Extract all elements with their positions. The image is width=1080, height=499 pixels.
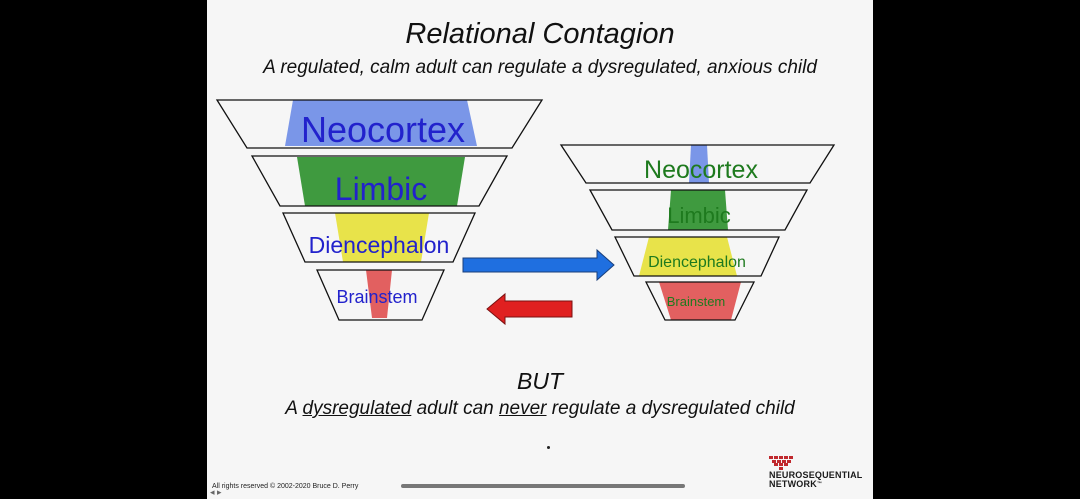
- bottom-middle: adult can: [411, 398, 499, 419]
- logo-line2: NETWORK: [769, 479, 817, 489]
- right-label-neocortex: Neocortex: [644, 156, 758, 184]
- logo-mark-cell: [781, 459, 786, 463]
- logo-mark-cell: [779, 466, 783, 470]
- right-neocortex-fill: [689, 145, 709, 183]
- left-label-diencephalon: Diencephalon: [309, 232, 450, 258]
- right-limbic-fill: [668, 190, 728, 230]
- bottom-word-never: never: [498, 398, 547, 419]
- left-layer-outline-1: [215, 99, 544, 149]
- logo-tm: ™: [816, 481, 823, 487]
- logo-mark-cell: [776, 459, 781, 463]
- left-diencephalon-fill: [335, 213, 429, 262]
- slide-nav-icon[interactable]: ◂ ▸: [210, 487, 222, 497]
- video-progress-bar[interactable]: [401, 484, 685, 488]
- bottom-word-dysregulated: dysregulated: [302, 398, 412, 419]
- logo-line1: NEUROSEQUENTIAL: [769, 470, 863, 480]
- slide-subtitle: A regulated, calm adult can regulate a d…: [263, 57, 817, 78]
- right-layer-outline-3: [613, 236, 781, 277]
- right-brainstem-fill: [659, 282, 741, 320]
- logo-mark-cell: [784, 456, 788, 459]
- right-diencephalon-fill: [639, 237, 737, 276]
- left-label-neocortex: Neocortex: [301, 109, 465, 150]
- left-label-brainstem: Brainstem: [336, 287, 417, 307]
- logo-mark-cell: [779, 456, 783, 459]
- right-pyramid: Neocortex Limbic Diencephalon Brainstem: [559, 144, 836, 321]
- logo-mark-cell: [774, 456, 778, 459]
- right-layer-outline-2: [588, 189, 809, 231]
- left-neocortex-fill: [285, 100, 477, 146]
- slide: Relational Contagion A regulated, calm a…: [207, 0, 873, 499]
- bottom-statement: A dysregulated adult can never regulate …: [207, 398, 873, 420]
- brain-pyramid-diagram: Neocortex Limbic Diencephalon Brainstem …: [215, 99, 836, 326]
- left-layer-outline-4: [316, 269, 445, 321]
- right-label-diencephalon: Diencephalon: [648, 254, 746, 271]
- bottom-suffix: regulate a dysregulated child: [546, 398, 795, 419]
- copyright-text: All rights reserved © 2002-2020 Bruce D.…: [212, 483, 359, 490]
- left-layer-outline-3: [281, 212, 477, 263]
- but-heading: BUT: [517, 368, 563, 394]
- logo-mark-icon: [769, 456, 799, 470]
- right-label-limbic: Limbic: [667, 203, 731, 228]
- logo-mark-cell: [774, 463, 778, 466]
- logo-mark-cell: [786, 459, 791, 463]
- right-label-brainstem: Brainstem: [667, 294, 726, 309]
- left-label-limbic: Limbic: [335, 171, 427, 207]
- mouse-cursor-dot: [547, 446, 550, 449]
- right-arrow: [462, 248, 615, 282]
- logo-mark-cell: [789, 456, 793, 459]
- left-pyramid: Neocortex Limbic Diencephalon Brainstem: [215, 99, 544, 321]
- logo-mark-cell: [769, 456, 773, 459]
- logo-mark-cell: [784, 463, 788, 466]
- left-brainstem-fill: [366, 270, 392, 318]
- left-limbic-fill: [297, 157, 465, 206]
- slide-title: Relational Contagion: [405, 18, 675, 50]
- logo-mark-cell: [779, 463, 783, 466]
- right-layer-outline-4: [644, 281, 756, 321]
- right-layer-outline-1: [559, 144, 836, 184]
- left-layer-outline-2: [250, 155, 509, 207]
- logo-mark-cell: [771, 459, 776, 463]
- left-arrow: [486, 292, 573, 326]
- bottom-prefix: A: [285, 398, 303, 419]
